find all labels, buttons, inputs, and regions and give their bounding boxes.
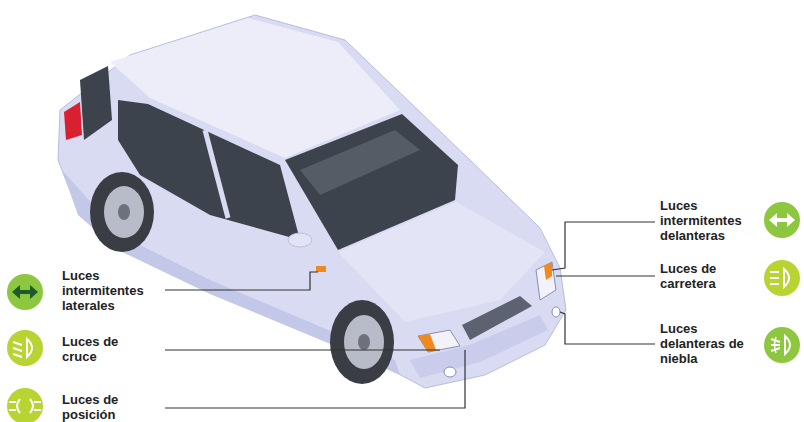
leader-line xyxy=(165,350,465,408)
side-indicator xyxy=(316,266,326,272)
headlight-left xyxy=(418,330,460,352)
rim xyxy=(104,186,144,238)
high-beam-icon xyxy=(764,260,800,296)
leader-line xyxy=(165,349,440,350)
rim xyxy=(344,315,384,369)
fog-light xyxy=(444,367,456,377)
leader-line xyxy=(556,275,655,276)
turn-signal-icon xyxy=(764,202,800,238)
fog-light-icon xyxy=(764,327,800,363)
headlight-right xyxy=(536,262,556,300)
leader-lines xyxy=(165,222,655,408)
wheel xyxy=(90,172,154,252)
leader-line xyxy=(165,272,318,290)
side-mirror xyxy=(288,233,312,247)
callout-label: Luces de posición xyxy=(62,392,154,422)
fog-light xyxy=(552,307,560,317)
car-body xyxy=(58,15,566,388)
hub xyxy=(118,204,130,220)
indicator-right xyxy=(544,262,552,280)
bumper xyxy=(410,315,548,378)
callout-label: Luces delanteras de niebla xyxy=(660,321,752,366)
callout-label: Luces intermitentes delanteras xyxy=(660,198,752,243)
turn-signal-icon xyxy=(7,274,43,310)
leader-line xyxy=(552,222,655,270)
callout-label: Luces de carretera xyxy=(660,261,752,291)
windshield-reflex xyxy=(300,130,420,195)
position-light-icon xyxy=(7,388,43,422)
indicator-left xyxy=(418,334,436,352)
rear-window xyxy=(80,66,112,140)
hub xyxy=(358,334,370,350)
leader-line xyxy=(560,312,655,344)
callout-label: Luces de cruce xyxy=(62,334,154,364)
callout-label: Luces intermitentes laterales xyxy=(62,268,154,313)
window-pillar xyxy=(205,130,228,218)
wheel xyxy=(330,300,394,384)
rear-light xyxy=(64,102,82,140)
low-beam-icon xyxy=(7,330,43,366)
